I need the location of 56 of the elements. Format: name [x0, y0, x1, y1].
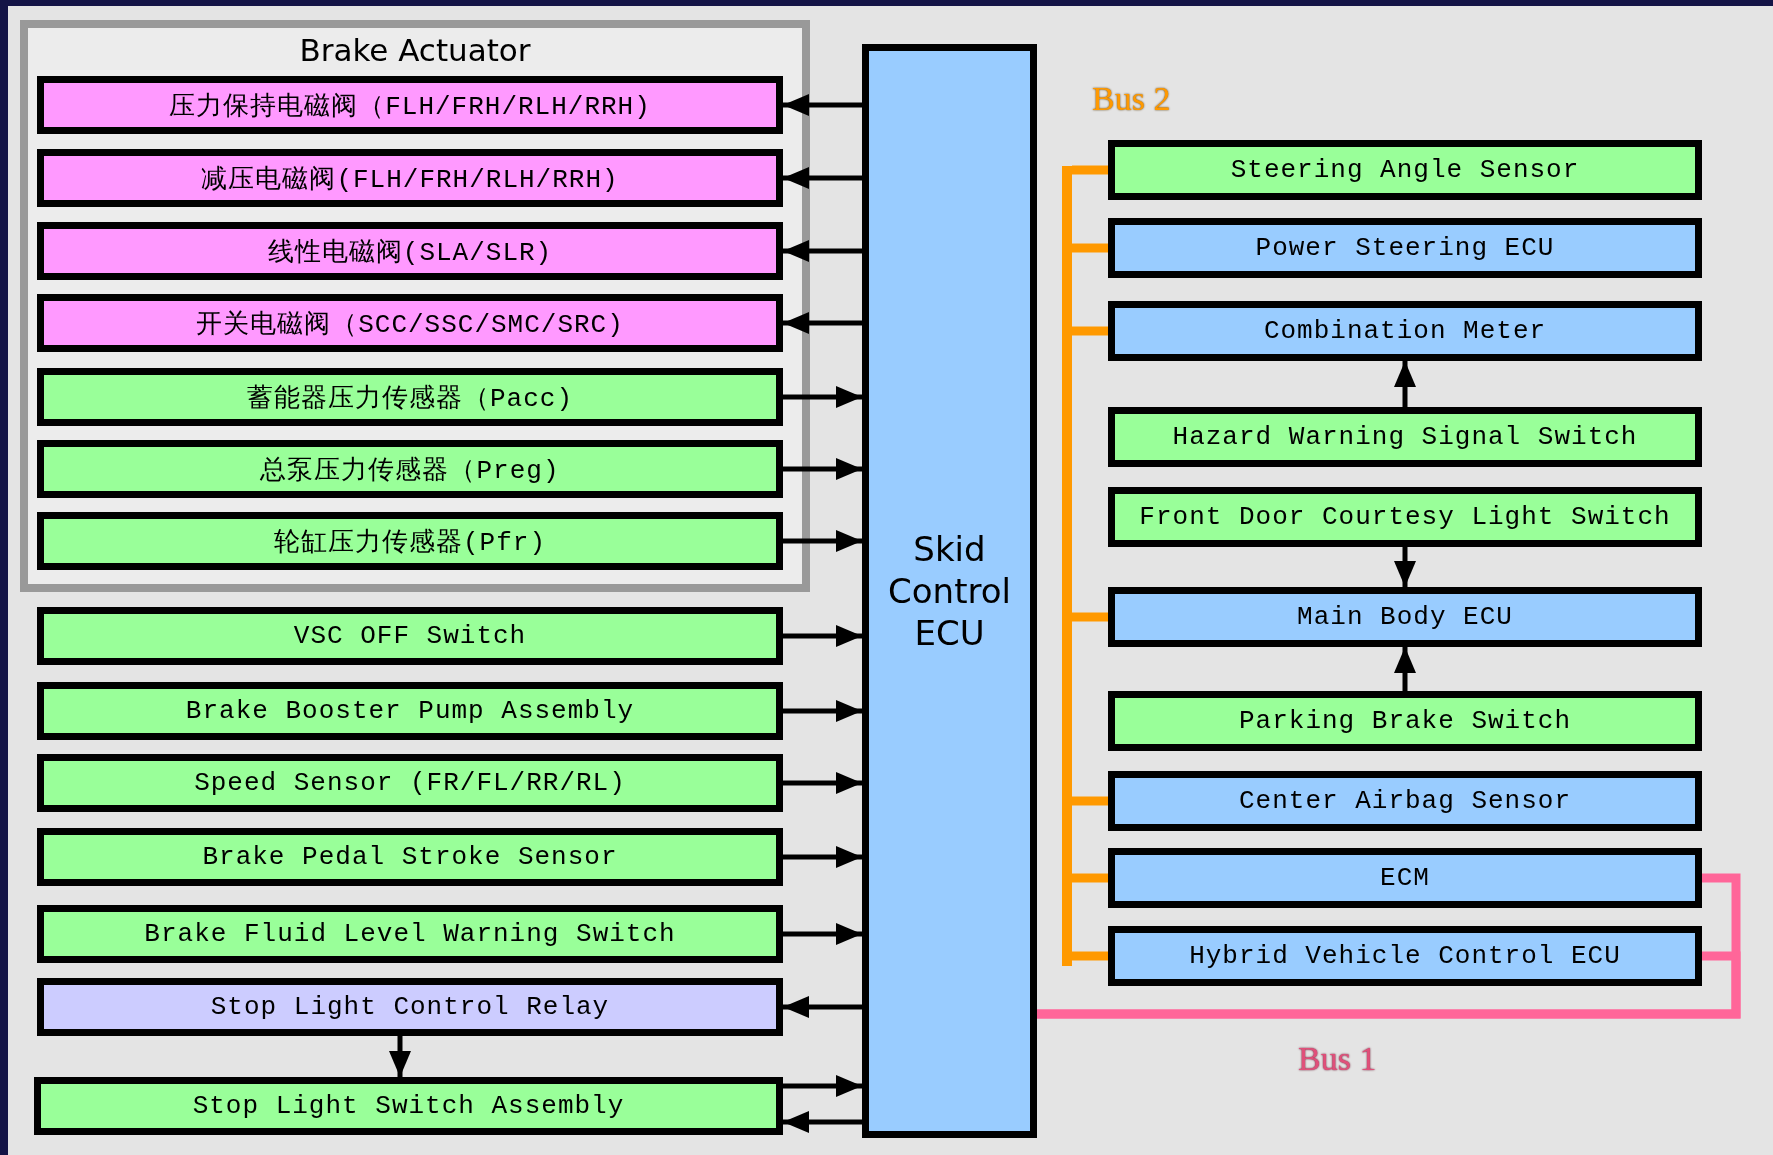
- arrow: [783, 240, 862, 262]
- arrow: [783, 1111, 862, 1133]
- component-box: Main Body ECU: [1108, 587, 1702, 647]
- component-box: Speed Sensor (FR/FL/RR/RL): [37, 754, 783, 812]
- component-box: Front Door Courtesy Light Switch: [1108, 487, 1702, 547]
- arrow: [783, 772, 862, 794]
- group-title: Brake Actuator: [299, 32, 531, 68]
- component-box: Stop Light Switch Assembly: [34, 1077, 783, 1135]
- bus-connector: [1072, 796, 1108, 806]
- component-box: Brake Booster Pump Assembly: [37, 682, 783, 740]
- bus-label: Bus 2: [1092, 80, 1171, 118]
- ecu-box: Skid Control ECU: [862, 44, 1037, 1138]
- bus-connector: [1072, 873, 1108, 883]
- arrow: [783, 625, 862, 647]
- arrow: [389, 1036, 411, 1077]
- bus-connector: [1072, 243, 1108, 253]
- arrow: [783, 386, 862, 408]
- bus-connector: [1037, 951, 1741, 1019]
- arrow: [783, 996, 862, 1018]
- component-box: Parking Brake Switch: [1108, 691, 1702, 751]
- bus-label: Bus 1: [1298, 1040, 1377, 1078]
- bus-connector: [1072, 326, 1108, 336]
- component-box: 压力保持电磁阀（FLH/FRH/RLH/RRH): [37, 76, 783, 134]
- arrow: [783, 700, 862, 722]
- component-box: VSC OFF Switch: [37, 607, 783, 665]
- component-box: 总泵压力传感器（Preg): [37, 440, 783, 498]
- arrow: [783, 94, 862, 116]
- component-box: 减压电磁阀(FLH/FRH/RLH/RRH): [37, 149, 783, 207]
- component-box: 轮缸压力传感器(Pfr): [37, 512, 783, 570]
- component-box: Steering Angle Sensor: [1108, 140, 1702, 200]
- component-box: Stop Light Control Relay: [37, 978, 783, 1036]
- component-box: Hazard Warning Signal Switch: [1108, 407, 1702, 467]
- bus-connector: [1072, 951, 1108, 961]
- arrow: [783, 923, 862, 945]
- arrow: [1394, 361, 1416, 407]
- component-box: Brake Fluid Level Warning Switch: [37, 905, 783, 963]
- component-box: Hybrid Vehicle Control ECU: [1108, 926, 1702, 986]
- actuator-group-box: [20, 20, 810, 592]
- component-box: ECM: [1108, 848, 1702, 908]
- arrow: [783, 167, 862, 189]
- component-box: 开关电磁阀（SCC/SSC/SMC/SRC): [37, 294, 783, 352]
- component-box: Combination Meter: [1108, 301, 1702, 361]
- arrow: [1394, 547, 1416, 587]
- arrow: [783, 530, 862, 552]
- component-box: 线性电磁阀(SLA/SLR): [37, 222, 783, 280]
- arrow: [783, 846, 862, 868]
- component-box: Brake Pedal Stroke Sensor: [37, 828, 783, 886]
- component-box: Center Airbag Sensor: [1108, 771, 1702, 831]
- component-box: 蓄能器压力传感器（Pacc): [37, 368, 783, 426]
- arrow: [783, 1075, 862, 1097]
- bus-connector: [1072, 612, 1108, 622]
- arrow: [783, 312, 862, 334]
- component-box: Power Steering ECU: [1108, 218, 1702, 278]
- bus-connector: [1072, 165, 1108, 175]
- arrow: [783, 458, 862, 480]
- arrow: [1394, 647, 1416, 691]
